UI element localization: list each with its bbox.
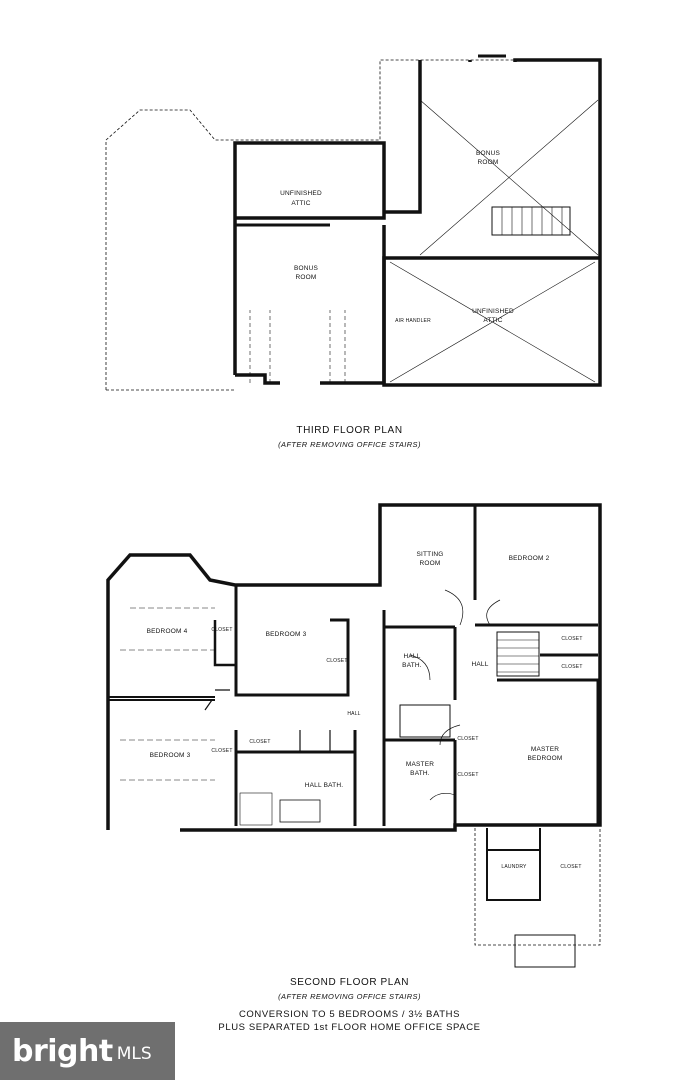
second-floor-stair: [496, 631, 540, 677]
master-bedroom-label: BEDROOM: [528, 755, 563, 762]
bonus-room-label: BONUS: [294, 265, 319, 272]
attic-2-diagonals: [389, 261, 596, 383]
closet-label: CLOSET: [457, 772, 478, 778]
hall-label: HALL: [471, 661, 488, 668]
laundry-walls: [486, 828, 541, 901]
bedroom-4-closet-wall: [213, 620, 236, 667]
laundry-label: LAUNDRY: [501, 864, 527, 870]
third-floor-stair: [491, 206, 571, 236]
second-floor-labels: SITTING ROOM BEDROOM 2 BEDROOM 4 CLOSET …: [147, 551, 583, 870]
closet-label: CLOSET: [211, 748, 232, 754]
unfinished-attic-label: ATTIC: [291, 200, 310, 207]
bonus-room-label: ROOM: [477, 159, 498, 166]
closet-label: CLOSET: [457, 736, 478, 742]
hall-bath-label: BATH.: [402, 662, 422, 669]
hall-bath-label: HALL: [403, 653, 420, 660]
bedroom-3-label: BEDROOM 3: [266, 631, 307, 638]
bedroom-3-center-walls: [234, 585, 350, 697]
master-bath-label: BATH.: [410, 770, 430, 777]
bedroom-4-label: BEDROOM 4: [147, 628, 188, 635]
shower: [239, 792, 273, 826]
third-floor-title: THIRD FLOOR PLAN: [296, 425, 403, 436]
porch-outline: [474, 828, 601, 946]
third-floor-subtitle: (AFTER REMOVING OFFICE STAIRS): [278, 440, 421, 449]
door-arcs: [409, 589, 501, 801]
conversion-note: CONVERSION TO 5 BEDROOMS / 3½ BATHS: [238, 1009, 461, 1020]
closet-label: CLOSET: [561, 636, 582, 642]
sitting-room-label: ROOM: [419, 560, 440, 567]
unfinished-attic-label: ATTIC: [483, 317, 502, 324]
master-bedroom-label: MASTER: [531, 746, 559, 753]
bedroom-2-walls: [473, 505, 600, 825]
logo-mls-text: MLS: [116, 1044, 152, 1064]
sitting-room-label: SITTING: [416, 551, 443, 558]
bonus-bay: [249, 310, 346, 383]
door-swing-lines: [204, 689, 331, 752]
second-floor-subtitle: (AFTER REMOVING OFFICE STAIRS): [278, 992, 421, 1001]
hall-bath-label: HALL BATH.: [305, 782, 343, 789]
bedroom-3-label: BEDROOM 3: [150, 752, 191, 759]
bonus-room-2-diagonals: [419, 99, 599, 256]
closet-label: CLOSET: [249, 739, 270, 745]
unfinished-attic-label: UNFINISHED: [472, 308, 514, 315]
third-floor-left-walls: [233, 141, 386, 385]
bathtub: [279, 799, 321, 823]
shower-master: [399, 704, 451, 738]
roof-outline: [105, 59, 601, 391]
third-floor-labels: UNFINISHED ATTIC BONUS ROOM BONUS ROOM A…: [280, 150, 514, 324]
stair-treads: [501, 207, 563, 235]
porch-step: [514, 934, 576, 968]
closet-label: CLOSET: [326, 658, 347, 664]
hall-label: HALL: [347, 711, 360, 717]
bedroom-window-dashes: [120, 607, 215, 781]
bedroom-divider-left: [108, 696, 215, 701]
closet-label: CLOSET: [560, 864, 581, 870]
air-handler-label: AIR HANDLER: [395, 318, 431, 324]
bedroom-2-label: BEDROOM 2: [509, 555, 550, 562]
logo-brand-text: bright: [12, 1033, 113, 1069]
second-floor-title: SECOND FLOOR PLAN: [289, 977, 410, 988]
closet-label: CLOSET: [561, 664, 582, 670]
center-hall-walls: [382, 610, 457, 826]
second-floor-stair-treads: [497, 639, 539, 673]
third-floor-plan: [105, 54, 602, 391]
unfinished-attic-label: UNFINISHED: [280, 190, 322, 197]
second-floor-plan: [106, 503, 602, 968]
hall-bath-walls: [234, 730, 357, 826]
master-bath-label: MASTER: [406, 761, 434, 768]
office-space-note: PLUS SEPARATED 1st FLOOR HOME OFFICE SPA…: [218, 1022, 481, 1033]
bright-mls-logo: bright MLS: [0, 1022, 175, 1080]
third-floor-right-walls: [382, 58, 602, 387]
bonus-room-label: ROOM: [295, 274, 316, 281]
closet-label: CLOSET: [211, 627, 232, 633]
bonus-room-label: BONUS: [476, 150, 501, 157]
